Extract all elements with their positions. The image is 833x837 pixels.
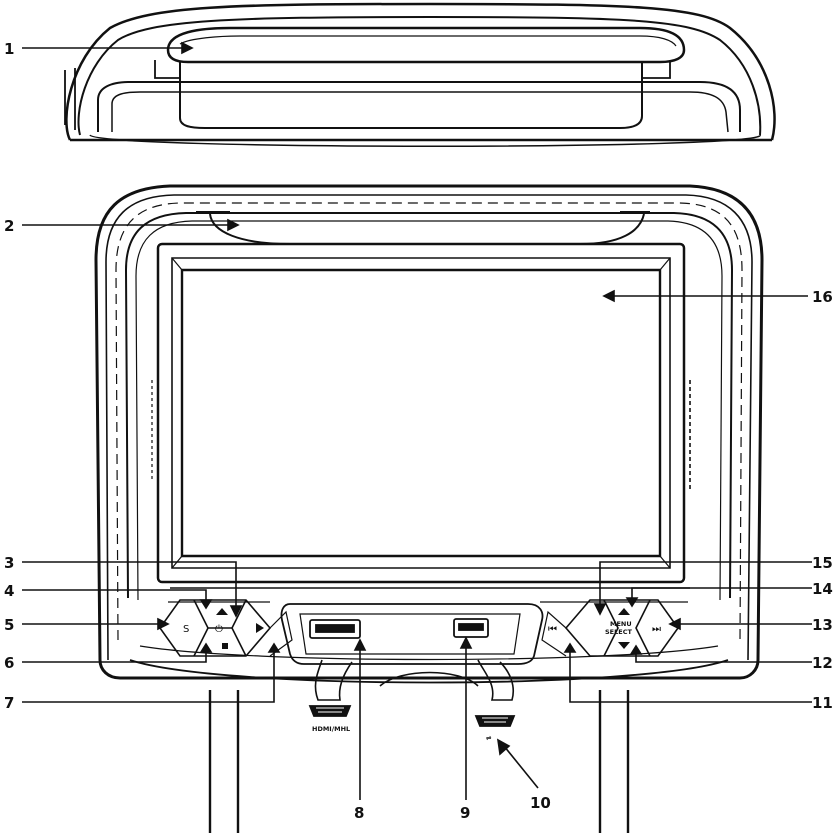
next-track-icon: ⏭ bbox=[652, 624, 661, 635]
callout-10: 10 bbox=[530, 794, 551, 812]
play-icon bbox=[256, 623, 264, 633]
up-button-right[interactable] bbox=[618, 608, 630, 615]
next-button[interactable]: ⏭ bbox=[652, 624, 661, 635]
power-button[interactable]: ⏻ bbox=[215, 624, 223, 635]
mounting-posts bbox=[208, 690, 630, 833]
callout-6: 6 bbox=[4, 654, 14, 672]
source-button[interactable]: S bbox=[183, 624, 189, 635]
hdmi-cover-plug bbox=[308, 705, 352, 717]
stop-button[interactable] bbox=[222, 643, 228, 649]
callout-12: 12 bbox=[812, 654, 833, 672]
callout-15: 15 bbox=[812, 554, 833, 572]
menu-label: MENU bbox=[610, 620, 632, 628]
port-panel bbox=[280, 603, 544, 727]
callout-8: 8 bbox=[354, 804, 364, 822]
menu-select-button[interactable]: MENU SELECT bbox=[605, 620, 632, 636]
top-view-housing bbox=[64, 2, 776, 147]
callout-16: 16 bbox=[812, 288, 833, 306]
previous-track-icon: ⏮ bbox=[548, 624, 557, 635]
down-arrow-icon bbox=[618, 642, 630, 649]
callout-numbers: 1 2 3 4 5 6 7 8 9 10 11 12 13 14 15 16 bbox=[4, 40, 833, 822]
up-arrow-icon bbox=[216, 608, 228, 615]
hdmi-label: HDMI/MHL bbox=[312, 725, 350, 733]
down-button-right[interactable] bbox=[618, 642, 630, 649]
select-label: SELECT bbox=[605, 628, 632, 636]
usb-port[interactable] bbox=[453, 618, 489, 638]
usb-cover-plug bbox=[474, 715, 516, 727]
play-button[interactable] bbox=[256, 623, 264, 633]
callout-9: 9 bbox=[460, 804, 470, 822]
leader-lines bbox=[22, 41, 812, 800]
source-icon: S bbox=[183, 624, 189, 635]
callout-11: 11 bbox=[812, 694, 833, 712]
callout-13: 13 bbox=[812, 616, 833, 634]
hdmi-port[interactable] bbox=[309, 619, 361, 639]
monitor-housing bbox=[94, 184, 764, 687]
previous-button[interactable]: ⏮ bbox=[548, 624, 557, 635]
callout-7: 7 bbox=[4, 694, 14, 712]
stop-icon bbox=[222, 643, 228, 649]
power-icon: ⏻ bbox=[215, 624, 223, 635]
usb-label: ⇌ bbox=[486, 734, 492, 742]
callout-5: 5 bbox=[4, 616, 14, 634]
callout-1: 1 bbox=[4, 40, 14, 58]
callout-4: 4 bbox=[4, 582, 14, 600]
usb-icon: ⇌ bbox=[486, 734, 492, 742]
callout-2: 2 bbox=[4, 217, 14, 235]
right-button-cluster bbox=[541, 599, 679, 657]
callout-14: 14 bbox=[812, 580, 833, 598]
up-button-left[interactable] bbox=[216, 608, 228, 615]
up-arrow-icon bbox=[618, 608, 630, 615]
callout-3: 3 bbox=[4, 554, 14, 572]
